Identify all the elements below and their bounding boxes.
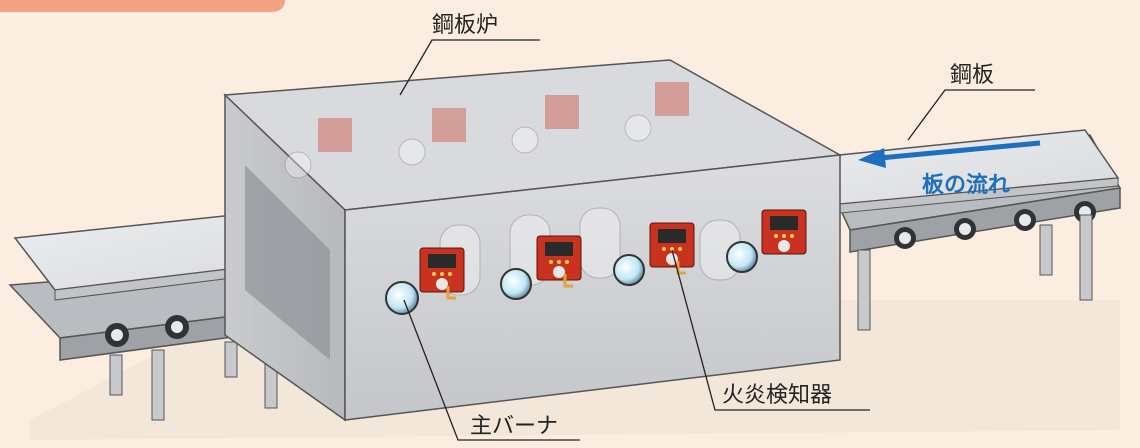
leader-lines bbox=[399, 39, 1035, 441]
burner-port-icon bbox=[385, 241, 758, 315]
steel-plate-label: 鋼板 bbox=[950, 63, 994, 88]
flow-arrow bbox=[858, 140, 1041, 168]
main-burner-label: 主バーナ bbox=[470, 414, 558, 439]
flame-detector-label: 火炎検知器 bbox=[722, 383, 832, 408]
furnace-label: 鋼板炉 bbox=[432, 13, 498, 38]
rear-detectors bbox=[284, 82, 689, 179]
furnace bbox=[223, 59, 843, 422]
header-tab bbox=[0, 0, 285, 12]
flame-detector-icon bbox=[419, 209, 807, 300]
flow-label: 板の流れ bbox=[922, 172, 1010, 198]
